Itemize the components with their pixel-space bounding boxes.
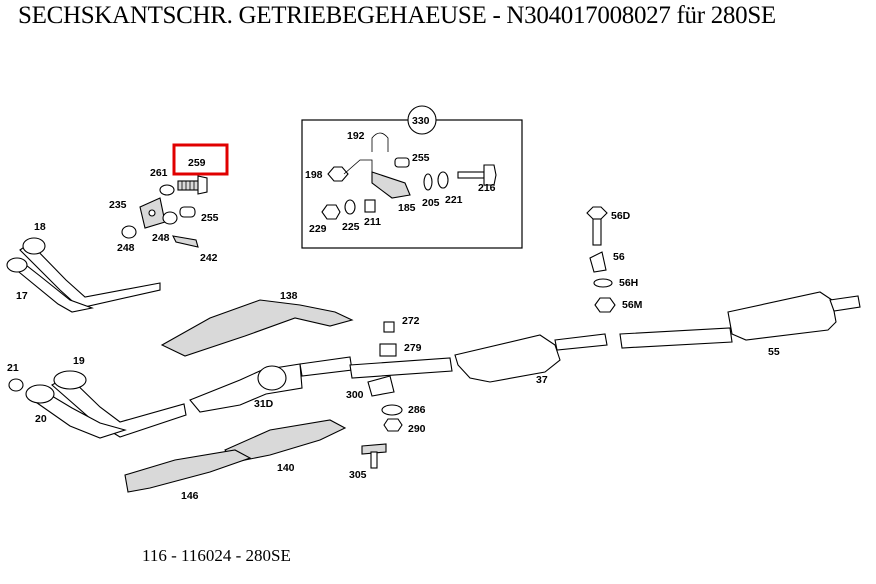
bracket-305 [361, 443, 387, 469]
heat-shield-146 [124, 449, 252, 493]
callout-17: 17 [16, 290, 28, 302]
callout-138: 138 [280, 290, 298, 302]
callout-229: 229 [309, 223, 327, 235]
callout-248a: 248 [117, 242, 135, 254]
callout-211: 211 [364, 216, 381, 228]
callout-279: 279 [404, 342, 422, 354]
callout-185: 185 [398, 202, 416, 214]
callout-259: 259 [188, 157, 206, 169]
callout-31D: 31D [254, 398, 274, 410]
rubber-mount-248a [121, 225, 137, 239]
callout-242: 242 [200, 252, 218, 264]
callout-56: 56 [613, 251, 625, 263]
callout-205: 205 [422, 197, 440, 209]
washer-205 [423, 173, 433, 191]
highlight-box-259 [172, 143, 229, 176]
callout-272: 272 [402, 315, 420, 327]
callout-216: 216 [478, 182, 496, 194]
catalytic-converter-31D [189, 356, 353, 413]
bolt-56D [586, 206, 608, 246]
rubber-mount-248b [162, 211, 178, 225]
nut-198 [327, 166, 349, 182]
callout-198: 198 [305, 169, 323, 181]
middle-muffler-37 [349, 333, 608, 383]
callout-56M: 56M [622, 299, 643, 311]
clamp-185 [371, 171, 411, 199]
front-pipe-upper [6, 237, 161, 313]
spacer-255a [179, 206, 196, 218]
heat-shield-138 [160, 299, 354, 357]
callout-56D: 56D [611, 210, 631, 222]
hanger-272 [383, 321, 395, 333]
footer-model-code: 116 - 116024 - 280SE [142, 546, 291, 565]
callout-300: 300 [346, 389, 364, 401]
bracket-56 [589, 251, 607, 273]
spacer-255b [394, 157, 410, 168]
callout-19: 19 [73, 355, 85, 367]
callout-192: 192 [347, 130, 365, 142]
washer-221 [437, 171, 449, 189]
rubber-ring-286 [381, 404, 403, 416]
callout-248b: 248 [152, 232, 170, 244]
front-pipe-lower [8, 370, 187, 439]
callout-255b: 255 [412, 152, 430, 164]
washer-261 [159, 184, 175, 196]
rear-muffler-55 [619, 291, 861, 349]
callout-55: 55 [768, 346, 780, 358]
hanger-300 [367, 375, 395, 397]
nut-290 [383, 418, 403, 432]
callout-140: 140 [277, 462, 295, 474]
callout-21: 21 [7, 362, 19, 374]
callout-261: 261 [150, 167, 168, 179]
callout-305: 305 [349, 469, 367, 481]
callout-146: 146 [181, 490, 199, 502]
callout-235: 235 [109, 199, 127, 211]
bolt-259 [177, 175, 208, 195]
callout-18: 18 [34, 221, 46, 233]
callout-255a: 255 [201, 212, 219, 224]
bracket-235 [139, 197, 166, 229]
callout-286: 286 [408, 404, 426, 416]
callout-225: 225 [342, 221, 360, 233]
callout-circle-330 [407, 105, 437, 135]
nut-56M [594, 297, 616, 313]
callout-20: 20 [35, 413, 47, 425]
sleeve-211 [364, 199, 376, 213]
nut-229 [321, 204, 341, 220]
bolt-216 [457, 164, 497, 186]
washer-225 [344, 199, 356, 215]
hanger-279 [379, 343, 397, 357]
callout-37: 37 [536, 374, 548, 386]
callout-221: 221 [445, 194, 463, 206]
u-bolt-192 [371, 132, 389, 152]
page-title: SECHSKANTSCHR. GETRIEBEGEHAEUSE - N30401… [18, 2, 776, 29]
callout-56H: 56H [619, 277, 638, 289]
callout-290: 290 [408, 423, 426, 435]
washer-56H [593, 278, 613, 288]
strap-242 [172, 235, 199, 248]
callout-330: 330 [412, 115, 430, 127]
